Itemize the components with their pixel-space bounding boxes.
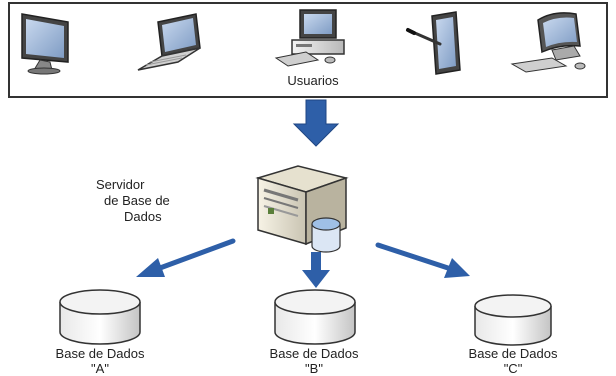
database-label-line: "C": [503, 361, 523, 376]
database-c-icon: [474, 294, 552, 346]
server-label-line: de Base de: [104, 193, 170, 208]
database-label-line: Base de Dados: [269, 346, 359, 361]
database-label-line: "B": [305, 361, 323, 376]
database-label-line: "A": [91, 361, 109, 376]
workstation-icon: [510, 12, 586, 73]
arrow-down-users-to-server: [292, 99, 340, 147]
arrow-to-database-b: [302, 252, 330, 288]
database-label-line: Base de Dados: [55, 346, 145, 361]
database-a-label: Base de Dados "A": [35, 346, 165, 376]
database-b-label: Base de Dados "B": [249, 346, 379, 376]
database-b-icon: [274, 289, 356, 345]
server-label: Servidor de Base de Dados: [96, 177, 216, 225]
laptop-icon: [137, 13, 201, 71]
tablet-icon: [406, 11, 461, 75]
database-server-icon: [255, 165, 349, 253]
server-label-line: Dados: [124, 209, 162, 224]
database-a-icon: [59, 289, 141, 345]
arrow-to-database-a: [136, 238, 236, 277]
desktop-computer-icon: [274, 9, 345, 67]
users-label: Usuarios: [287, 73, 339, 88]
server-label-line: Servidor: [96, 177, 145, 192]
database-c-label: Base de Dados "C": [448, 346, 578, 376]
monitor-icon: [21, 13, 69, 75]
arrow-to-database-c: [375, 242, 470, 278]
database-label-line: Base de Dados: [468, 346, 558, 361]
